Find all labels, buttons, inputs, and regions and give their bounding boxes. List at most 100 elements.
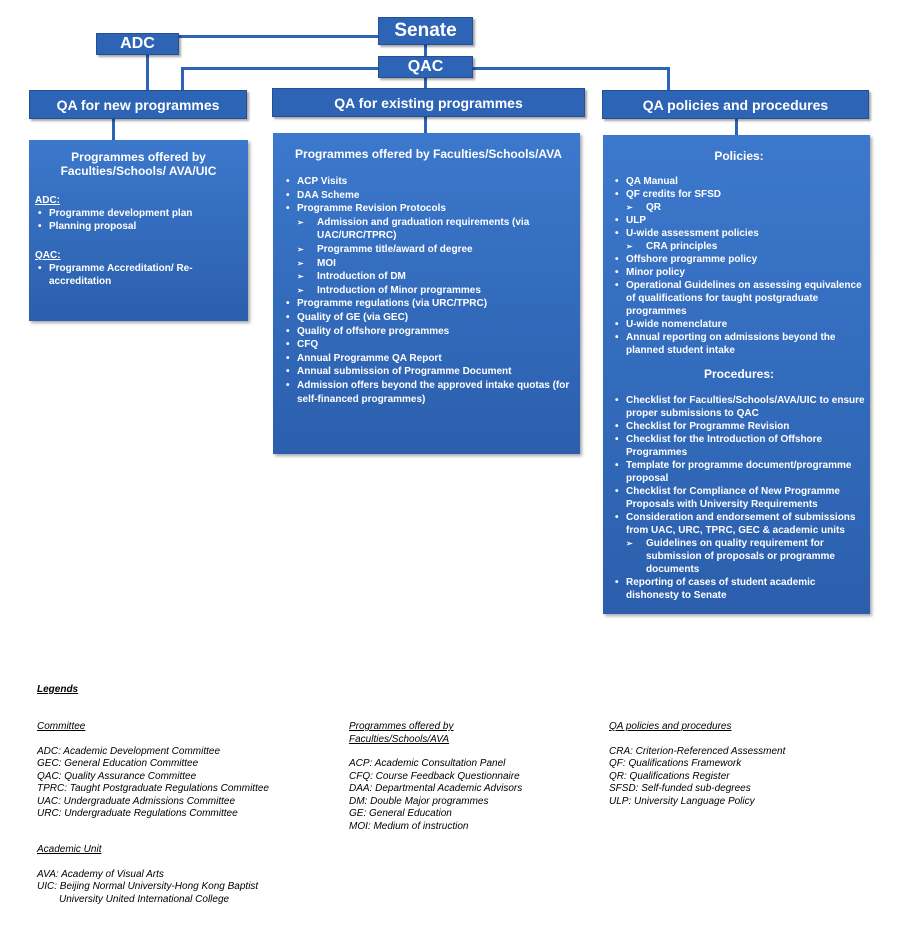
legend-item: QAC: Quality Assurance Committee	[37, 770, 197, 782]
procedures-title: Procedures:	[703, 367, 775, 381]
adc-box: ADC	[96, 33, 179, 55]
legend-item: QR: Qualifications Register	[609, 770, 730, 782]
list-item: DAA Scheme	[283, 189, 574, 203]
list-item: ACP Visits	[283, 175, 574, 189]
connector-left-drop	[181, 67, 184, 92]
legend-item: ADC: Academic Development Committee	[37, 745, 221, 757]
legend-item: SFSD: Self-funded sub-degrees	[609, 783, 751, 794]
legend-academic-unit: Academic Unit AVA: Academy of Visual Art…	[37, 844, 337, 906]
connector-existing-panel	[424, 117, 427, 133]
list-item: Programme Accreditation/ Re-accreditatio…	[35, 262, 238, 288]
legend-item: ULP: University Language Policy	[609, 795, 755, 807]
connector-new-panel	[112, 118, 115, 140]
existing-list: ACP Visits DAA Scheme Programme Revision…	[283, 175, 574, 406]
list-item: Consideration and endorsement of submiss…	[612, 511, 866, 537]
connector-center-drop	[424, 78, 427, 90]
legend-item: MOI: Medium of instruction	[349, 820, 469, 832]
list-item: QR	[612, 201, 866, 214]
list-item: Introduction of DM	[283, 270, 574, 284]
adc-label: ADC	[120, 35, 155, 52]
list-item: Admission and graduation requirements (v…	[283, 216, 574, 243]
panel-new-programmes: Programmes offered by Faculties/Schools/…	[29, 140, 248, 321]
list-item: Checklist for Faculties/Schools/AVA/UIC …	[612, 394, 866, 420]
list-item: Reporting of cases of student academic d…	[612, 576, 866, 602]
column-policies-procedures: QA policies and procedures	[602, 90, 869, 119]
connector-policies-panel	[735, 118, 738, 135]
list-item: Annual Programme QA Report	[283, 352, 574, 366]
legends-title-text: Legends	[37, 684, 79, 695]
list-item: Programme development plan	[35, 207, 238, 220]
column-new-label: QA for new programmes	[56, 96, 220, 113]
column-policies-label: QA policies and procedures	[642, 96, 829, 113]
list-item: Quality of GE (via GEC)	[283, 311, 574, 325]
connector-adc-down	[146, 54, 149, 92]
column-existing-label: QA for existing programmes	[334, 94, 523, 111]
procedures-list: Checklist for Faculties/Schools/AVA/UIC …	[612, 394, 866, 602]
qac-list: Programme Accreditation/ Re-accreditatio…	[35, 262, 238, 288]
list-item: Programme title/award of degree	[283, 243, 574, 257]
list-item: Checklist for Programme Revision	[612, 420, 866, 433]
list-item: Minor policy	[612, 266, 866, 279]
connector-adc-senate	[178, 35, 380, 38]
legend-item: ACP: Academic Consultation Panel	[349, 758, 506, 769]
legend-item: CRA: Criterion-Referenced Assessment	[609, 745, 786, 757]
legend-item: UAC: Undergraduate Admissions Committee	[37, 795, 236, 807]
legend-programmes-heading-2: Faculties/Schools/AVA	[349, 733, 450, 745]
list-item: Operational Guidelines on assessing equi…	[612, 279, 866, 318]
legend-qa: QA policies and procedures CRA: Criterio…	[609, 721, 879, 808]
legends-title: Legends	[37, 684, 78, 697]
qac-box: QAC	[378, 56, 473, 78]
legend-programmes-heading-1: Programmes offered by	[349, 721, 454, 732]
panel-new-title: Programmes offered by Faculties/Schools/…	[60, 150, 217, 178]
list-item: U-wide nomenclature	[612, 318, 866, 331]
list-item: QF credits for SFSD	[612, 188, 866, 201]
list-item: Admission offers beyond the approved int…	[283, 379, 574, 406]
legend-item: DM: Double Major programmes	[349, 795, 489, 807]
list-item: Planning proposal	[35, 220, 238, 233]
legend-committee: Committee ADC: Academic Development Comm…	[37, 721, 337, 821]
legend-item: CFQ: Course Feedback Questionnaire	[349, 770, 520, 782]
legend-committee-heading: Committee	[37, 721, 86, 732]
legend-item: AVA: Academy of Visual Arts	[37, 868, 164, 880]
connector-senate-qac	[424, 44, 427, 56]
list-item: CRA principles	[612, 240, 866, 253]
list-item: ULP	[612, 214, 866, 227]
list-item: QA Manual	[612, 175, 866, 188]
senate-box: Senate	[378, 17, 473, 45]
panel-policies-procedures: Policies: QA Manual QF credits for SFSD …	[603, 135, 870, 614]
legend-programmes: Programmes offered by Faculties/Schools/…	[349, 721, 569, 833]
qac-heading: QAC:	[35, 250, 61, 261]
list-item: Guidelines on quality requirement for su…	[612, 537, 866, 576]
list-item: Offshore programme policy	[612, 253, 866, 266]
legend-item: GEC: General Education Committee	[37, 758, 199, 769]
policies-title: Policies:	[714, 149, 764, 163]
adc-list: Programme development plan Planning prop…	[35, 207, 238, 233]
list-item: Annual reporting on admissions beyond th…	[612, 331, 866, 357]
list-item: Checklist for Compliance of New Programm…	[612, 485, 866, 511]
list-item: CFQ	[283, 338, 574, 352]
list-item: MOI	[283, 257, 574, 271]
list-item: Programme Revision Protocols	[283, 202, 574, 216]
list-item: Checklist for the Introduction of Offsho…	[612, 433, 866, 459]
legend-item: URC: Undergraduate Regulations Committee	[37, 808, 238, 819]
legend-qa-heading: QA policies and procedures	[609, 721, 732, 732]
policies-list: QA Manual QF credits for SFSD QR ULP U-w…	[612, 175, 866, 357]
connector-right-drop	[667, 67, 670, 92]
column-existing-programmes: QA for existing programmes	[272, 88, 585, 117]
list-item: Programme regulations (via URC/TPRC)	[283, 297, 574, 311]
legend-item: DAA: Departmental Academic Advisors	[349, 783, 523, 794]
legend-item: TPRC: Taught Postgraduate Regulations Co…	[37, 783, 269, 794]
senate-label: Senate	[394, 20, 457, 41]
qac-label: QAC	[407, 58, 444, 75]
list-item: U-wide assessment policies	[612, 227, 866, 240]
list-item: Quality of offshore programmes	[283, 325, 574, 339]
adc-heading: ADC:	[35, 195, 60, 206]
panel-existing-title: Programmes offered by Faculties/Schools/…	[295, 147, 562, 161]
legend-academic-unit-heading: Academic Unit	[37, 844, 102, 855]
legend-item: QF: Qualifications Framework	[609, 758, 742, 769]
column-new-programmes: QA for new programmes	[29, 90, 247, 119]
legend-item: UIC: Beijing Normal University-Hong Kong…	[37, 881, 259, 892]
list-item: Template for programme document/programm…	[612, 459, 866, 485]
legend-item: University United International College	[59, 893, 230, 905]
list-item: Introduction of Minor programmes	[283, 284, 574, 298]
